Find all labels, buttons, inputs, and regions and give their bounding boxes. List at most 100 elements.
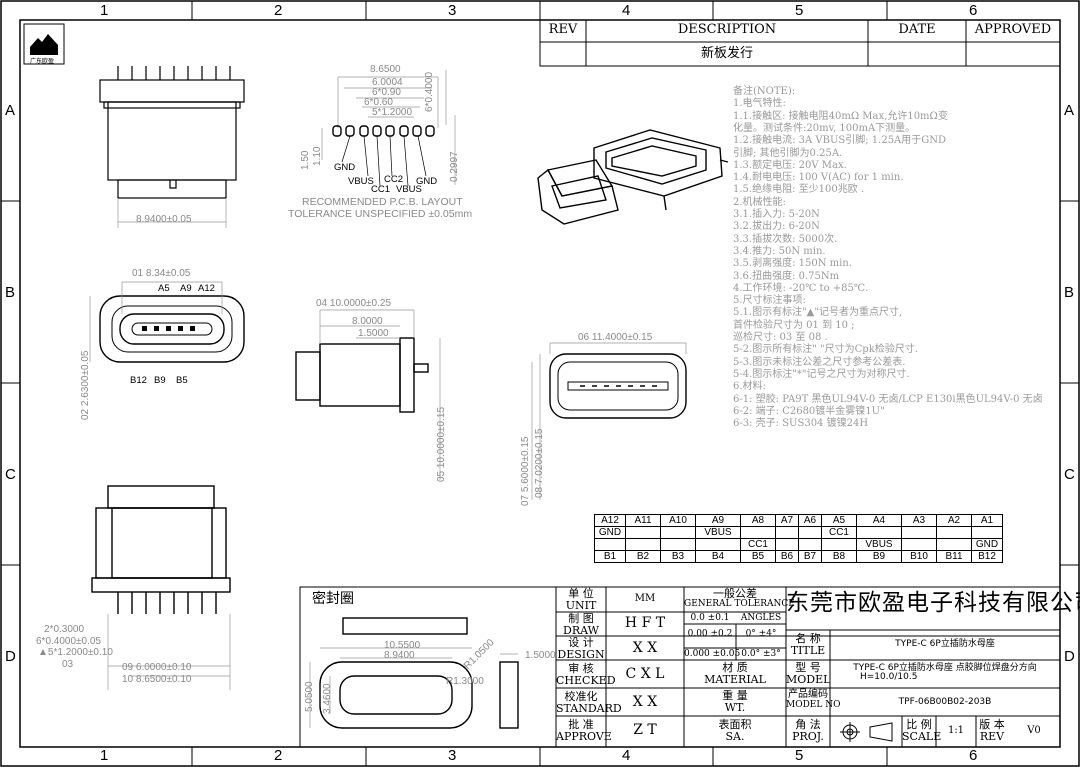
pinout-cell: [775, 538, 799, 551]
rev-value: V0: [1027, 725, 1041, 736]
tol-2: 0.00 ±0.2: [687, 629, 733, 639]
pcb-pin-label: CC2: [384, 174, 404, 185]
name-value: TYPE-C 6P立插防水母座: [895, 639, 995, 649]
top-view-drawing: [99, 66, 245, 199]
zone-label: B: [1064, 284, 1075, 301]
pinout-cell: A12: [594, 514, 626, 527]
pinout-cell: A3: [901, 514, 937, 527]
pinout-cell: B2: [625, 550, 661, 563]
note-line: 6-3: 壳子: SUS304 镀镍24H: [733, 418, 869, 430]
dim-label: 01 8.34±0.05: [132, 268, 191, 279]
date-header: DATE: [898, 22, 936, 37]
note-line: 3.1.插入力: 5-20N: [733, 209, 820, 220]
pinout-cell: [856, 526, 902, 539]
pcb-pin-label: VBUS: [348, 176, 374, 187]
pinout-cell: A5: [821, 514, 857, 527]
note-line: 巡检尺寸: 03 至 08 .: [733, 332, 828, 343]
pinout-cell: B10: [901, 550, 937, 563]
scale-value: 1:1: [947, 725, 965, 736]
note-line: 1.1.接触区: 接触电阻40mΩ Max,允许10mΩ变: [733, 110, 948, 122]
projection-symbol-icon: [840, 722, 893, 742]
dim-label: 3.4600: [322, 683, 333, 714]
right-view-drawing: [531, 342, 687, 500]
dim-label: 0.2997: [449, 151, 460, 182]
pinout-cell: B5: [740, 550, 776, 563]
standard-value: X X: [632, 694, 658, 710]
note-line: 3.5.剥离强度: 150N min.: [733, 258, 852, 270]
zone-label: 3: [448, 747, 457, 764]
model-no-value: TPF-06B00B02-203B: [898, 697, 992, 707]
dim-label: 09 6.0000±0.10: [122, 662, 192, 673]
pinout-row: CC1 VBUS GND: [594, 538, 1003, 551]
note-line: 首件检验尺寸为 01 到 10 ;: [733, 319, 855, 331]
pinout-cell: [798, 538, 822, 551]
pcb-pin-label: CC1: [371, 184, 391, 195]
pcb-pin-label: VBUS: [396, 184, 422, 195]
pinout-cell: GND: [971, 538, 1003, 551]
dim-label: ▲5*1.2000±0.10: [38, 647, 113, 658]
pcb-pin-label: GND: [334, 162, 356, 173]
draw-value: H F T: [624, 615, 666, 631]
note-line: 1.3.额定电压: 20V Max.: [733, 159, 847, 171]
logo-caption: 广东欧盈: [30, 58, 55, 65]
bottom-view-drawing: [91, 485, 231, 614]
note-line: 1.4.耐电电压: 100 V(AC) for 1 min.: [733, 172, 904, 184]
design-value: X X: [632, 640, 658, 656]
front-view-drawing: [89, 281, 245, 363]
zone-label: 2: [274, 747, 283, 764]
dim-label: 8.6500: [370, 64, 401, 75]
dim-label: 06 11.4000±0.15: [578, 332, 653, 343]
dim-label: 10 8.6500±0.10: [122, 674, 192, 685]
dim-label: 6.0004: [372, 77, 403, 88]
pinout-cell: A2: [936, 514, 972, 527]
pinout-cell: [901, 538, 937, 551]
dim-label: 03: [62, 659, 74, 670]
note-line: 5-2.图示所有标注" "尺寸为Cpk检验尺寸.: [733, 344, 918, 356]
pinout-cell: B11: [936, 550, 972, 563]
zone-label: 1: [100, 2, 109, 19]
pinout-cell: CC1: [740, 538, 776, 551]
pinout-cell: A6: [798, 514, 822, 527]
pin-label: A12: [198, 283, 215, 294]
pinout-cell: B3: [660, 550, 696, 563]
zone-label: B: [5, 284, 16, 301]
pinout-cell: A1: [971, 514, 1003, 527]
angles-label: ANGLES: [740, 613, 782, 623]
dim-label: 6*0.4000±0.05: [36, 636, 101, 647]
pinout-cell: [594, 538, 626, 551]
pcb-layout-drawing: [321, 70, 456, 187]
note-line: 3.6.扭曲强度: 0.75Nm: [733, 270, 840, 282]
pinout-cell: VBUS: [856, 538, 902, 551]
pinout-cell: A8: [740, 514, 776, 527]
dim-label: R1.3000: [446, 676, 484, 687]
pinout-cell: B12: [971, 550, 1003, 563]
zone-label: A: [5, 102, 16, 119]
side-view-drawing: [295, 309, 441, 480]
pinout-cell: [740, 526, 776, 539]
pinout-cell: [936, 538, 972, 551]
pin-label: A9: [180, 283, 192, 294]
dim-label: 6*0.60: [364, 97, 393, 108]
pinout-cell: [660, 526, 696, 539]
zone-label: 1: [100, 747, 109, 764]
tol-1: 0.0 ±0.1: [690, 613, 730, 623]
pinout-cell: CC1: [821, 526, 857, 539]
dim-label: 1.50: [300, 150, 311, 170]
note-line: 5.1.图示有标注"▲"记号者为重点尺寸,: [733, 307, 903, 319]
angle-1: 0° ±4°: [745, 629, 777, 639]
dim-label: 07 5.6000±0.15: [520, 436, 531, 506]
angle-2: 0.0° ±3°: [741, 649, 781, 659]
pin-label: B9: [154, 375, 166, 386]
